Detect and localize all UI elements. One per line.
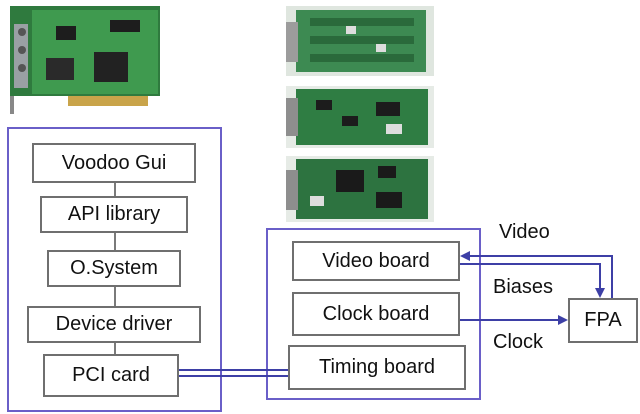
video-signal-label: Video (499, 221, 550, 243)
os-block: O.System (47, 250, 181, 287)
device-driver-block: Device driver (27, 306, 201, 343)
video-board-block: Video board (292, 241, 460, 281)
stack-connector-3 (114, 286, 116, 306)
timing-board-photo (286, 156, 434, 222)
api-library-block: API library (40, 196, 188, 233)
clock-board-photo (286, 86, 434, 148)
timing-board-block: Timing board (288, 345, 466, 390)
video-board-photo (286, 6, 434, 76)
electronics-group (266, 228, 481, 400)
video-link (460, 251, 613, 298)
biases-link (460, 263, 605, 298)
voodoo-gui-block: Voodoo Gui (32, 143, 196, 183)
pci-card-block: PCI card (43, 354, 179, 397)
clock-signal-label: Clock (493, 331, 544, 353)
stack-connector-4 (114, 342, 116, 354)
stack-connector-1 (114, 182, 116, 196)
stack-connector-2 (114, 232, 116, 250)
biases-signal-label: Biases (493, 276, 554, 298)
clock-board-block: Clock board (292, 292, 460, 336)
pci-card-photo (10, 6, 160, 114)
software-stack-group (7, 127, 222, 412)
fpa-block: FPA (568, 298, 638, 343)
